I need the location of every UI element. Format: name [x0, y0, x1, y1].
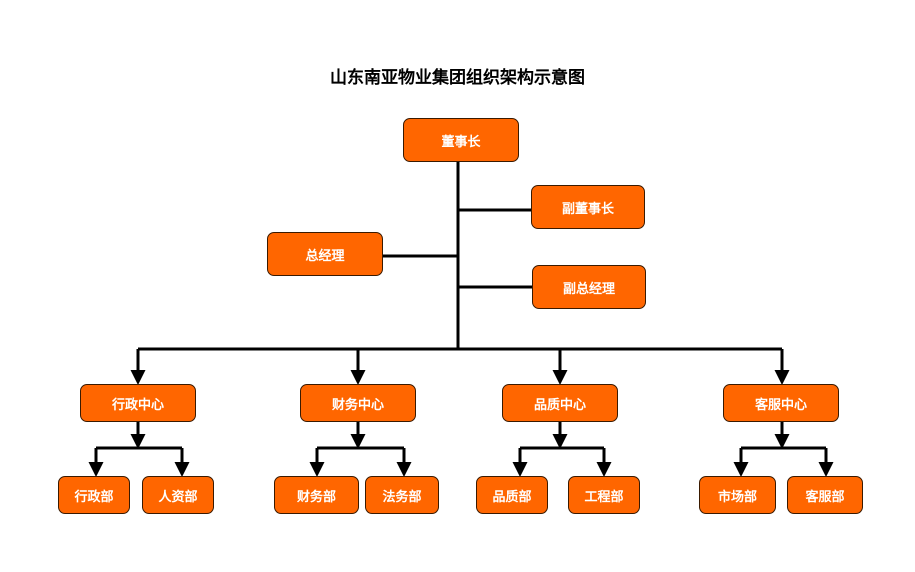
node-department: 财务部 [274, 476, 359, 514]
node-general-manager: 总经理 [267, 232, 383, 276]
node-department: 工程部 [568, 476, 640, 514]
node-deputy-general-manager: 副总经理 [532, 265, 646, 309]
node-vice-chairman: 副董事长 [531, 185, 645, 229]
node-department: 法务部 [365, 476, 439, 514]
node-department: 人资部 [142, 476, 214, 514]
node-department: 市场部 [699, 476, 776, 514]
node-department: 品质部 [476, 476, 548, 514]
node-chairman: 董事长 [403, 118, 519, 162]
node-center: 行政中心 [80, 384, 196, 422]
node-department: 客服部 [787, 476, 863, 514]
node-center: 品质中心 [502, 384, 618, 422]
node-center: 财务中心 [300, 384, 416, 422]
page-title: 山东南亚物业集团组织架构示意图 [330, 68, 585, 88]
node-center: 客服中心 [723, 384, 839, 422]
node-department: 行政部 [58, 476, 130, 514]
